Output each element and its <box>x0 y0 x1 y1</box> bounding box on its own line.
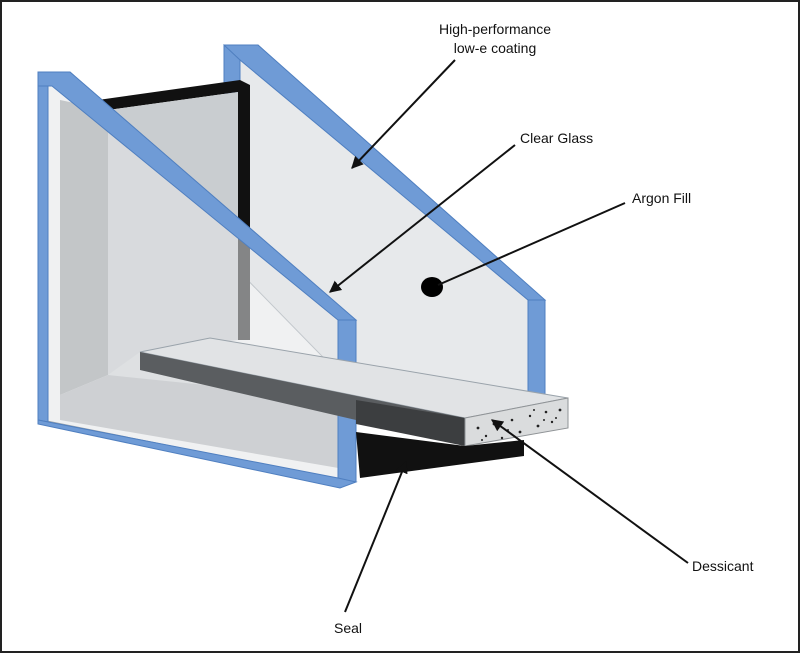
dessicant-label: Dessicant <box>692 558 754 574</box>
clear-glass-arrow <box>329 144 516 293</box>
coating-label-line1: High-performance <box>439 21 551 37</box>
clear-glass-label: Clear Glass <box>520 130 593 146</box>
argon-fill-label: Argon Fill <box>632 190 691 206</box>
argon-fill-leader <box>437 202 626 286</box>
dessicant-spacer <box>139 337 569 447</box>
coating-arrow <box>351 59 456 169</box>
coating-label-line2: low-e coating <box>454 40 537 56</box>
front-pane-left-edge <box>37 71 49 423</box>
dessicant-end-face <box>464 397 569 447</box>
dessicant-arrow <box>491 419 689 564</box>
seal-label: Seal <box>334 620 362 636</box>
argon-fill-marker <box>421 277 443 297</box>
seal-arrow <box>344 460 408 613</box>
top-seal-bar <box>98 80 250 340</box>
callout-arrows <box>329 59 689 613</box>
